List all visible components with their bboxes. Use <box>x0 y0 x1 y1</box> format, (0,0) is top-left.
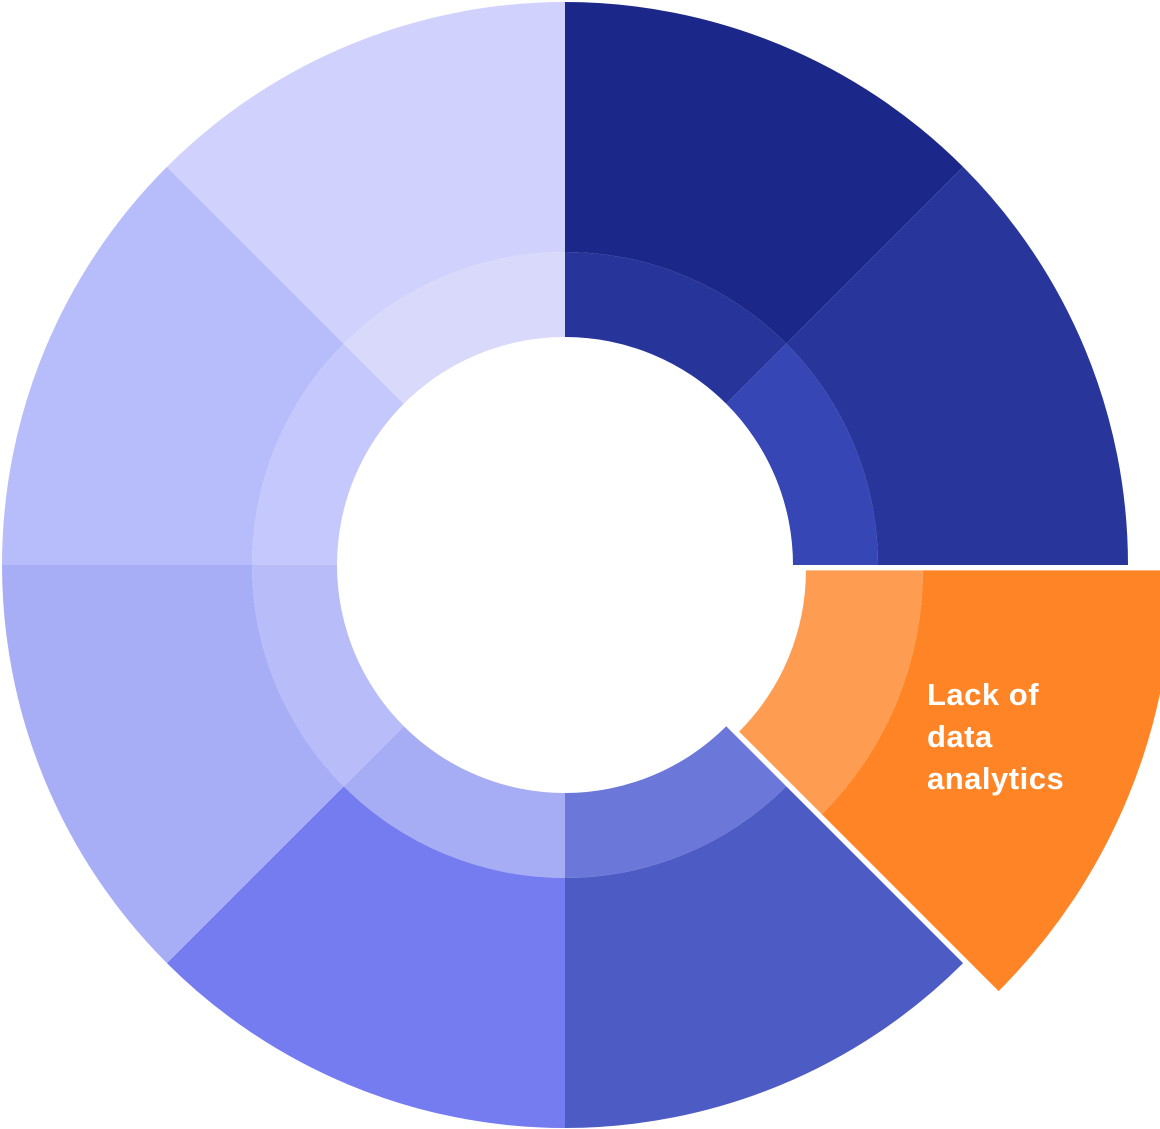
segment-label-line-1: Lack of <box>927 677 1039 712</box>
segment-outer-ring <box>166 786 566 1128</box>
wheel-segment <box>565 726 964 1128</box>
segment-inner-ring <box>565 252 787 404</box>
segment-outer-ring <box>2 166 344 566</box>
segment-outer-ring <box>565 2 964 344</box>
segment-inner-ring <box>343 726 565 878</box>
segment-label-line-2: data <box>927 719 993 754</box>
segment-inner-ring <box>726 343 878 565</box>
segment-inner-ring <box>251 565 404 787</box>
segment-inner-ring <box>565 726 787 878</box>
wheel-segment <box>2 166 404 566</box>
wheel-segment <box>166 2 566 404</box>
segment-outer-ring <box>821 570 1160 992</box>
wheel-labels: Lack of data analytics <box>927 677 1064 796</box>
segment-outer-ring <box>565 786 964 1128</box>
segment-inner-ring <box>343 252 565 404</box>
wheel-segment <box>2 565 404 964</box>
wheel-segment <box>739 570 1160 992</box>
wheel-segment <box>166 726 566 1128</box>
segment-label-line-3: analytics <box>927 761 1064 796</box>
wheel-segment <box>565 2 964 404</box>
segment-outer-ring <box>166 2 566 344</box>
segment-outer-ring <box>2 565 344 964</box>
segment-inner-ring <box>739 570 923 815</box>
wheel-segment <box>726 166 1128 566</box>
segment-outer-ring <box>786 166 1128 566</box>
segment-inner-ring <box>252 343 404 565</box>
